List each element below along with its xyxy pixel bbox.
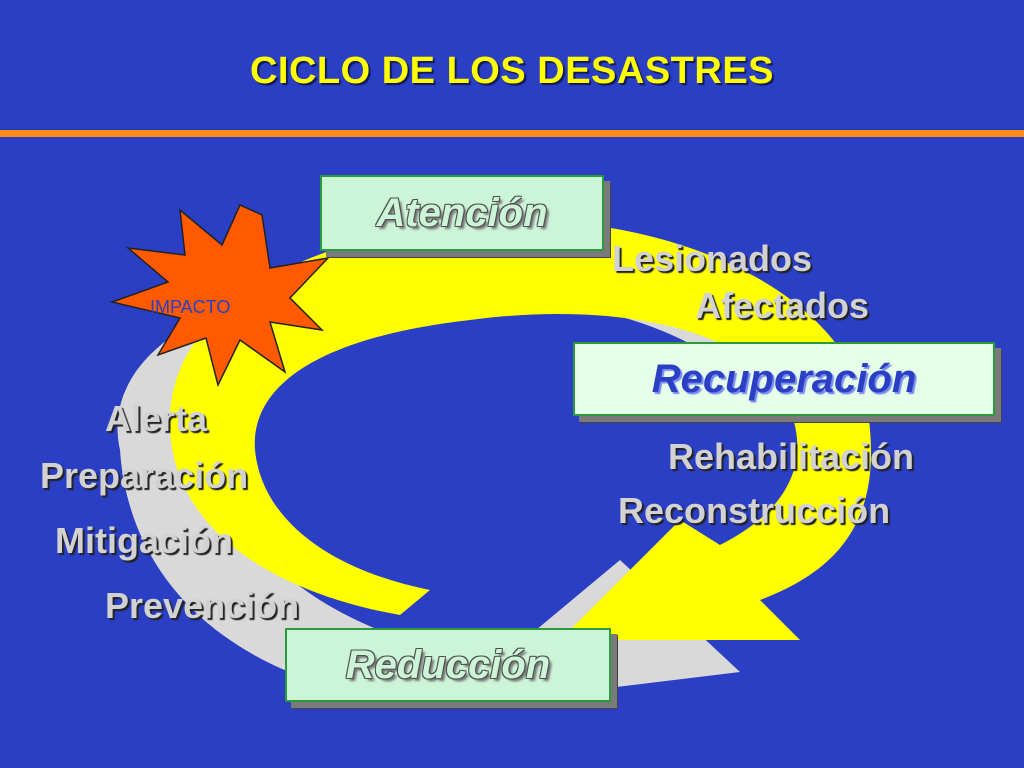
impact-label: IMPACTO xyxy=(150,297,231,317)
label-afectados: Afectados xyxy=(695,285,870,326)
label-reconstruccion: Reconstrucción xyxy=(618,490,891,531)
title-underline xyxy=(0,130,1024,137)
label-prevencion: Prevención xyxy=(105,585,300,626)
label-mitigacion: Mitigación xyxy=(55,520,233,561)
phase-atencion-label: Atención xyxy=(376,190,548,235)
phase-recuperacion-label: Recuperación xyxy=(651,356,917,401)
yellow-arc xyxy=(169,220,872,640)
phase-atencion: Atención xyxy=(320,175,604,251)
label-preparacion: Preparación xyxy=(40,455,249,496)
impact-burst xyxy=(109,204,331,388)
label-lesionados: Lesionados xyxy=(612,238,813,279)
label-alerta: Alerta xyxy=(105,398,208,439)
phase-reduccion-label: Reducción xyxy=(345,642,551,687)
phase-reduccion: Reducción xyxy=(285,628,611,702)
page-title: CICLO DE LOS DESASTRES xyxy=(249,50,775,92)
label-rehabilitacion: Rehabilitación xyxy=(668,436,915,477)
phase-recuperacion: Recuperación xyxy=(573,342,995,416)
